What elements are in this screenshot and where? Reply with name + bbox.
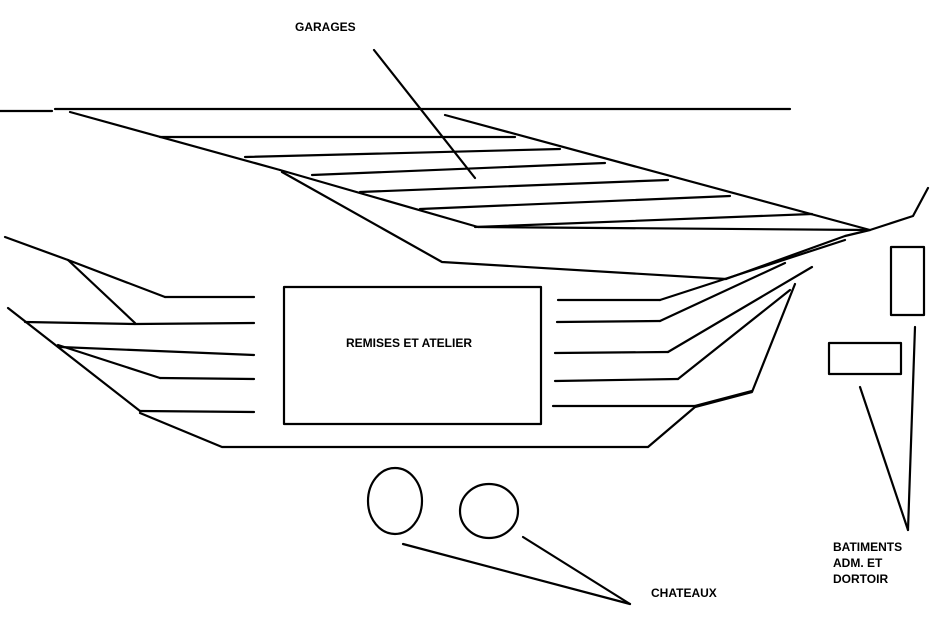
left-yard-tracks: [3, 235, 256, 414]
batiment-rect-vertical: [889, 245, 926, 317]
yard-outer-lines: [138, 170, 930, 449]
leader-lines: [372, 48, 917, 606]
remises-atelier-building: [282, 285, 543, 426]
garages-tracks: [68, 110, 872, 232]
remises-atelier-label: REMISES ET ATELIER: [346, 336, 473, 350]
batiments-label-line-1: BATIMENTS: [833, 540, 903, 554]
main-line: [0, 107, 792, 113]
chateaux-label: CHATEAUX: [651, 586, 717, 600]
batiments-label-line-2: ADM. ET: [833, 556, 883, 570]
batiments-label-line-3: DORTOIR: [833, 572, 889, 586]
garages-label: GARAGES: [295, 20, 356, 34]
chateau-right: [458, 482, 520, 540]
chateau-left: [366, 466, 424, 536]
batiment-rect-horizontal: [827, 341, 903, 376]
batiments-label: BATIMENTS ADM. ET DORTOIR: [833, 539, 902, 587]
right-yard-tracks: [551, 238, 847, 408]
